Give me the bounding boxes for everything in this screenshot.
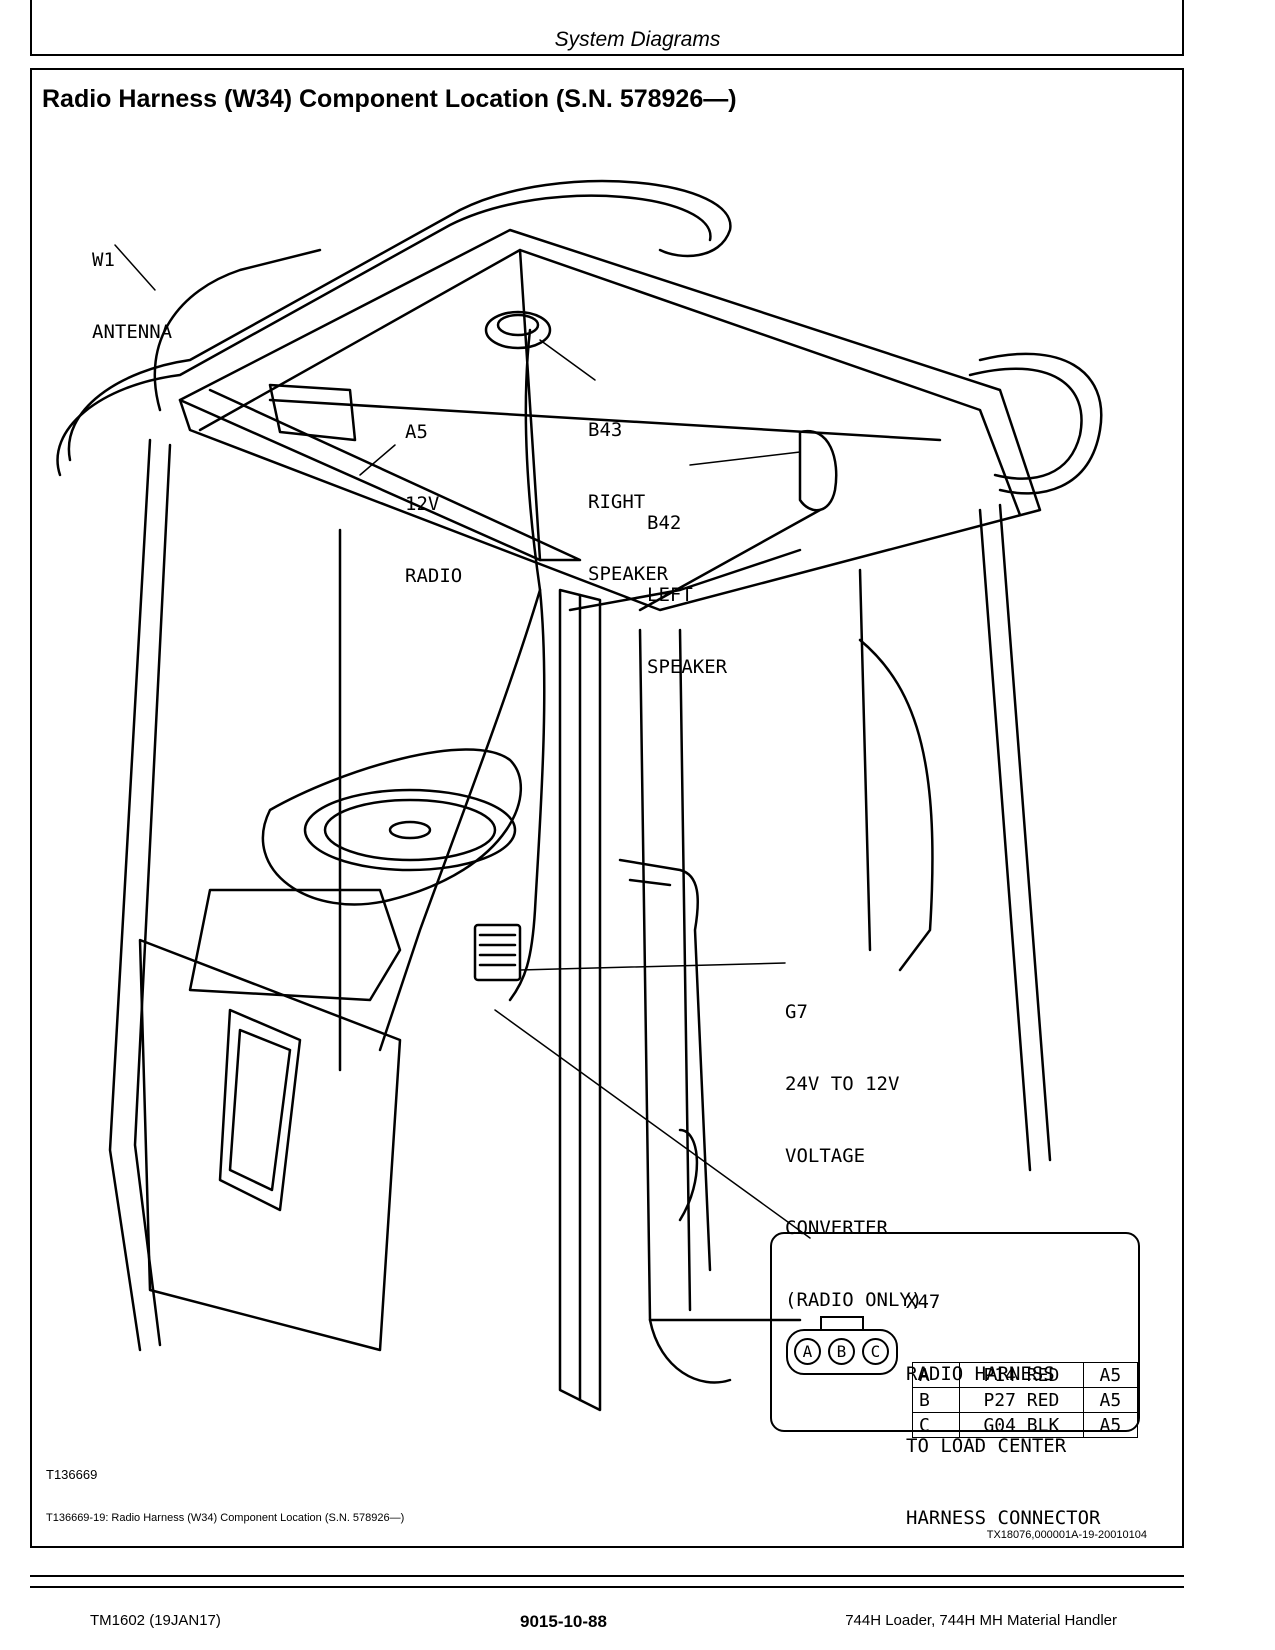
- connector-pin-c: C: [862, 1338, 889, 1365]
- callout-g7-code: G7: [785, 1001, 808, 1023]
- radio-unit: [268, 383, 357, 442]
- footer-manual: TM1602 (19JAN17): [90, 1612, 221, 1629]
- callout-w1-name: ANTENNA: [92, 321, 173, 343]
- callout-b43-line1: RIGHT: [588, 491, 646, 513]
- callout-b42: B42 LEFT SPEAKER: [647, 463, 727, 703]
- pin-cell: C: [912, 1412, 960, 1438]
- leader-a5: [359, 444, 396, 476]
- right-grab-rail: [978, 352, 1103, 495]
- callout-b43-line2: SPEAKER: [588, 563, 669, 585]
- figure-caption: T136669-19: Radio Harness (W34) Componen…: [46, 1512, 405, 1524]
- left-speaker: [798, 429, 838, 512]
- callout-w1-code: W1: [92, 249, 115, 271]
- leader-g7: [519, 962, 786, 971]
- figure-frame: [30, 68, 1184, 1548]
- callout-g7-line4: (RADIO ONLY): [785, 1289, 923, 1311]
- roof-panel: [178, 228, 1042, 612]
- dest-cell: A5: [1082, 1387, 1139, 1413]
- table-row: B P27 RED A5: [912, 1387, 1139, 1413]
- figure-title: Radio Harness (W34) Component Location (…: [42, 85, 737, 113]
- cab-illustration: [56, 179, 1103, 1412]
- footer-rule-top: [30, 1575, 1184, 1577]
- wire-cell: P14 RED: [958, 1362, 1084, 1388]
- callout-a5-line1: 12V: [405, 493, 440, 515]
- left-front-pillar: [108, 438, 152, 1352]
- leader-w1: [114, 244, 156, 291]
- right-pillar: [978, 508, 1032, 1172]
- radio-harness: [508, 328, 546, 1002]
- connector-face: [786, 1329, 898, 1375]
- callout-b42-code: B42: [647, 512, 682, 534]
- connector-key-tab: [820, 1316, 864, 1329]
- table-row: A P14 RED A5: [912, 1362, 1139, 1388]
- antenna-cable: [153, 248, 322, 412]
- dest-cell: A5: [1082, 1362, 1139, 1388]
- callout-a5-line2: RADIO: [405, 565, 463, 587]
- callout-a5-code: A5: [405, 421, 428, 443]
- footer-rule-bottom: [30, 1586, 1184, 1588]
- seat-back: [261, 748, 523, 906]
- callout-b43: B43 RIGHT SPEAKER: [588, 370, 668, 610]
- center-pillar: [558, 588, 602, 1412]
- connector-pin-a: A: [794, 1338, 821, 1365]
- callout-g7-line2: VOLTAGE: [785, 1145, 866, 1167]
- callout-w1: W1 ANTENNA: [92, 200, 172, 368]
- x47-line2: TO LOAD CENTER: [906, 1435, 1067, 1457]
- callout-g7-line1: 24V TO 12V: [785, 1073, 900, 1095]
- roof-grab-rail: [67, 179, 732, 462]
- connector-pinout-table: A P14 RED A5 B P27 RED A5 C G04 BLK A5: [912, 1362, 1139, 1438]
- figure-reference: TX18076,000001A-19-20010104: [986, 1529, 1147, 1541]
- x47-line3: HARNESS CONNECTOR: [906, 1507, 1101, 1529]
- leader-b43: [539, 339, 596, 381]
- connector-pin-b: B: [828, 1338, 855, 1365]
- right-speaker: [484, 310, 552, 350]
- dest-cell: A5: [1082, 1412, 1139, 1438]
- voltage-converter: [473, 923, 522, 982]
- dash-panel: [138, 938, 402, 1352]
- callout-b42-line2: SPEAKER: [647, 656, 728, 678]
- x47-connector-callout: X47 RADIO HARNESS TO LOAD CENTER HARNESS…: [770, 1232, 1140, 1529]
- figure-id: T136669: [46, 1467, 98, 1482]
- leader-b42: [689, 451, 801, 466]
- steering-wheel: [303, 788, 517, 872]
- footer-machine: 744H Loader, 744H MH Material Handler: [845, 1612, 1117, 1629]
- wire-cell: P27 RED: [958, 1387, 1084, 1413]
- seat-base: [188, 888, 402, 1002]
- pin-cell: A: [912, 1362, 960, 1388]
- leader-x47: [494, 1009, 811, 1239]
- wire-cell: G04 BLK: [958, 1412, 1084, 1438]
- callout-b43-code: B43: [588, 419, 623, 441]
- callout-b42-line1: LEFT: [647, 584, 693, 606]
- pin-cell: B: [912, 1387, 960, 1413]
- section-title: System Diagrams: [554, 28, 721, 51]
- footer-page-number: 9015-10-88: [520, 1612, 607, 1631]
- callout-a5: A5 12V RADIO: [405, 372, 462, 612]
- header-frame: [30, 0, 1184, 56]
- table-row: C G04 BLK A5: [912, 1412, 1139, 1438]
- x47-code: X47: [906, 1291, 941, 1313]
